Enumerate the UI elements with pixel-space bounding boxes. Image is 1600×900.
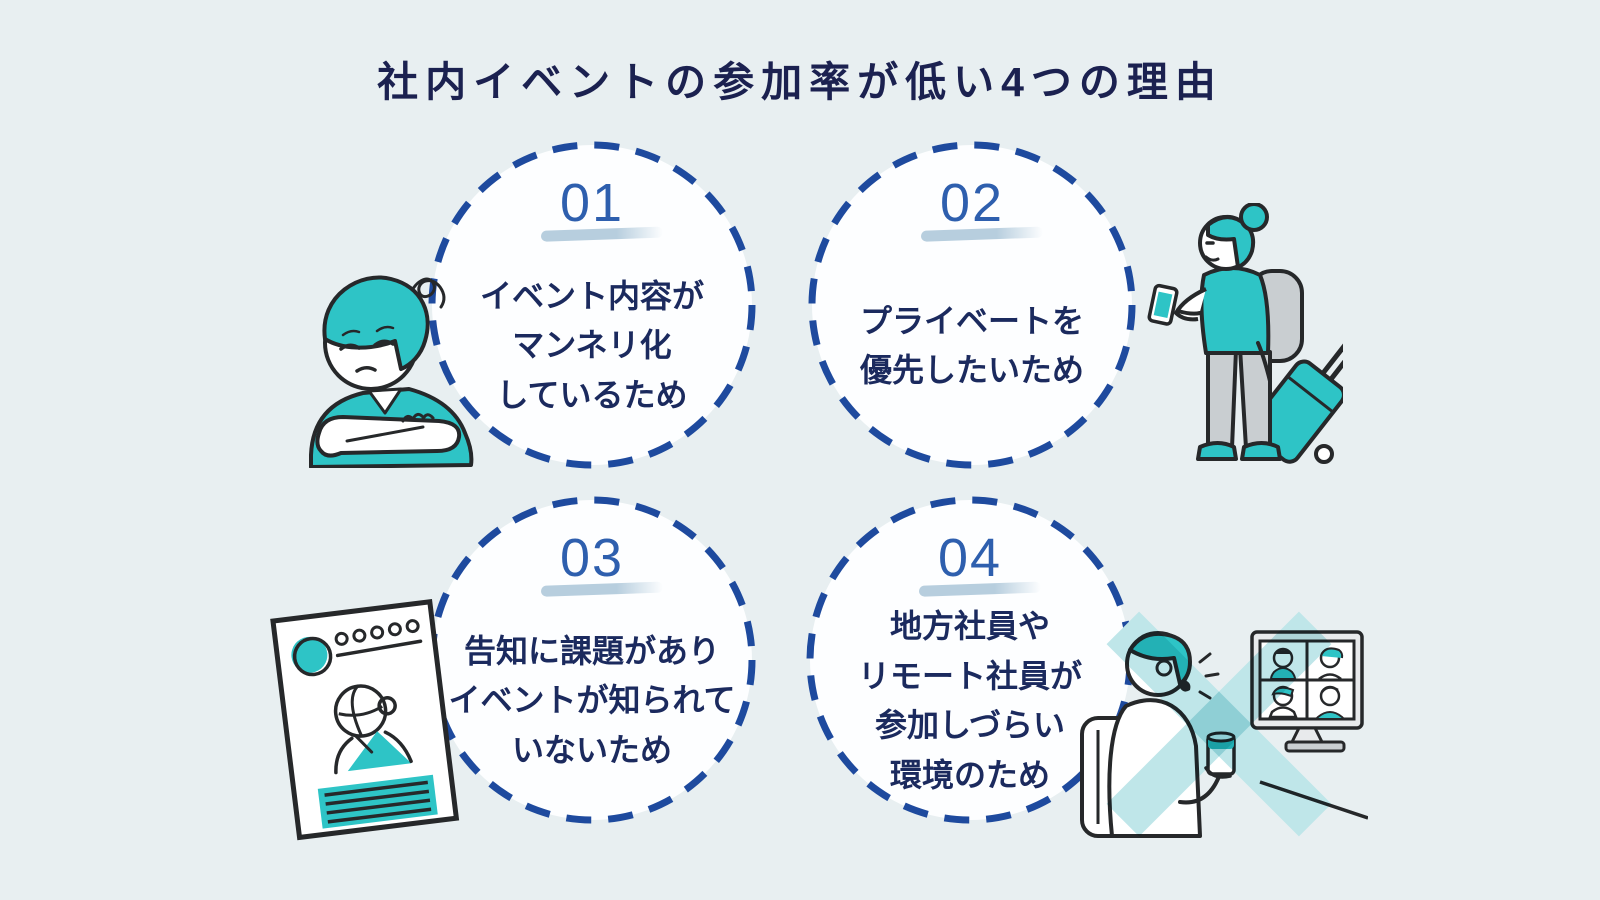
reason-text: 地方社員や リモート社員が 参加しづらい 環境のため bbox=[857, 608, 1082, 793]
flyer-figure bbox=[333, 684, 413, 775]
traveler-with-suitcase-illustration bbox=[1147, 203, 1343, 464]
reason-number: 04 bbox=[937, 528, 1003, 588]
cross-out-x bbox=[1106, 611, 1332, 837]
participant-bottom-right bbox=[1313, 685, 1347, 720]
reason-circle-3: 03 告知に課題があり イベントが知られて いないため bbox=[427, 495, 757, 825]
reason-number: 01 bbox=[559, 173, 625, 233]
flyer-header bbox=[291, 619, 423, 677]
reason-text: 告知に課題があり イベントが知られて いないため bbox=[448, 632, 736, 768]
reason-number: 02 bbox=[939, 173, 1005, 233]
traveler-head bbox=[1198, 203, 1269, 271]
worried-person-illustration bbox=[309, 275, 474, 468]
dashed-circle bbox=[428, 496, 756, 824]
event-flyer-illustration bbox=[270, 599, 460, 841]
video-call-crossed-out-illustration bbox=[1080, 611, 1368, 838]
page-title: 社内イベントの参加率が低い4つの理由 bbox=[377, 59, 1223, 105]
worried-person-head bbox=[322, 275, 430, 391]
dashed-circle bbox=[808, 141, 1136, 469]
phone-icon bbox=[1147, 283, 1202, 326]
suitcase-icon bbox=[1247, 338, 1343, 464]
traveler-torso bbox=[1174, 266, 1272, 383]
participant-top-right bbox=[1318, 647, 1344, 680]
reason-circle-2: 02 プライベートを 優先したいため bbox=[807, 140, 1137, 470]
crossed-arms bbox=[315, 412, 462, 458]
traveler-legs bbox=[1196, 346, 1282, 461]
reason-text: プライベートを 優先したいため bbox=[859, 302, 1084, 389]
dashed-circle bbox=[428, 141, 756, 469]
thought-squiggle-icon bbox=[407, 277, 446, 309]
flyer-text-block bbox=[317, 774, 438, 829]
reason-text: イベント内容が マンネリ化 しているため bbox=[479, 277, 704, 413]
reason-circle-1: 01 イベント内容が マンネリ化 しているため bbox=[427, 140, 757, 470]
reason-number: 03 bbox=[559, 528, 625, 588]
reason-circle-4: 04 地方社員や リモート社員が 参加しづらい 環境のため bbox=[805, 495, 1135, 825]
